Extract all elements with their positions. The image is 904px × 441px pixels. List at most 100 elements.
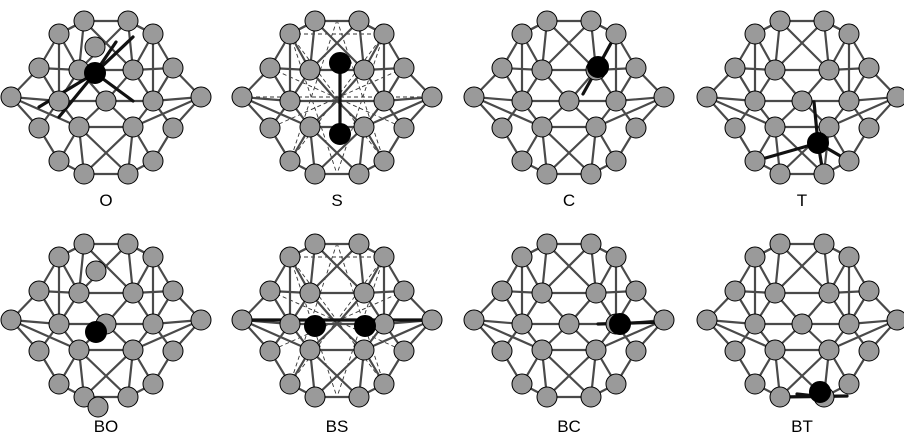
host-atom: [764, 282, 786, 304]
host-atom: [162, 280, 184, 302]
host-atom: [585, 116, 607, 138]
bond: [308, 19, 361, 72]
host-atom: [304, 163, 326, 185]
host-atom: [511, 373, 533, 395]
impurity-atom: [354, 315, 376, 337]
host-atom: [558, 313, 580, 335]
host-atom: [764, 116, 786, 138]
bond: [827, 95, 899, 129]
bond: [545, 19, 598, 72]
dashed-bond: [336, 33, 385, 175]
host-atom: [511, 313, 533, 335]
host-atom: [162, 117, 184, 139]
panel-t: T: [696, 10, 904, 210]
host-atom: [769, 10, 791, 32]
host-atom: [279, 373, 301, 395]
panel-label: BT: [791, 417, 813, 436]
host-atom: [48, 246, 70, 268]
host-atom: [625, 340, 647, 362]
host-atom: [653, 86, 675, 108]
host-atom: [653, 309, 675, 331]
host-atom: [373, 23, 395, 45]
host-atom: [463, 86, 485, 108]
host-atom: [858, 340, 880, 362]
host-atom: [73, 163, 95, 185]
panel-label: S: [331, 191, 342, 210]
host-atom: [744, 373, 766, 395]
impurity-atom: [587, 56, 609, 78]
host-atom: [348, 233, 370, 255]
host-atom: [511, 150, 533, 172]
host-atom: [353, 282, 375, 304]
bond: [773, 19, 826, 72]
panel-o: O: [0, 10, 212, 210]
host-atom: [838, 90, 860, 112]
host-atom: [122, 116, 144, 138]
impurity-atom: [304, 315, 326, 337]
host-atom: [48, 150, 70, 172]
host-atom: [536, 386, 558, 408]
host-atom: [818, 339, 840, 361]
host-atom: [142, 23, 164, 45]
host-atom: [259, 280, 281, 302]
bond: [362, 95, 434, 129]
host-atom: [858, 57, 880, 79]
bond: [131, 95, 203, 129]
host-atom: [813, 10, 835, 32]
host-atom: [279, 313, 301, 335]
host-atom: [724, 340, 746, 362]
host-atom: [585, 339, 607, 361]
host-atom: [0, 86, 22, 108]
host-atom: [95, 90, 117, 112]
host-atom: [373, 246, 395, 268]
host-atom: [531, 59, 553, 81]
host-atom: [122, 59, 144, 81]
host-atom: [373, 150, 395, 172]
host-atom: [48, 373, 70, 395]
host-atom: [813, 163, 835, 185]
host-atom: [353, 59, 375, 81]
host-atom: [353, 339, 375, 361]
bond: [705, 318, 777, 352]
host-atom: [769, 233, 791, 255]
host-atom: [625, 280, 647, 302]
host-atom: [353, 116, 375, 138]
host-atom: [28, 57, 50, 79]
host-atom: [531, 339, 553, 361]
host-atom: [724, 280, 746, 302]
host-atom: [117, 163, 139, 185]
host-atom: [764, 339, 786, 361]
host-atom: [838, 313, 860, 335]
host-atom: [190, 309, 212, 331]
host-atom: [190, 86, 212, 108]
host-atom: [724, 117, 746, 139]
host-atom: [28, 117, 50, 139]
bond: [594, 318, 666, 352]
bond: [545, 242, 598, 295]
host-atom: [122, 339, 144, 361]
dashed-bond: [289, 33, 338, 175]
host-atom: [511, 23, 533, 45]
host-atom: [605, 23, 627, 45]
bond: [308, 348, 361, 399]
bond: [540, 19, 593, 72]
bond: [313, 19, 366, 72]
panel-c: C: [463, 10, 675, 210]
host-atom: [84, 36, 106, 58]
bond: [82, 19, 135, 72]
host-atom: [744, 23, 766, 45]
panel-label: BO: [94, 417, 119, 436]
host-atom: [536, 233, 558, 255]
host-atom: [373, 90, 395, 112]
host-atom: [348, 10, 370, 32]
host-atom: [858, 117, 880, 139]
panel-label: BC: [557, 417, 581, 436]
host-atom: [744, 150, 766, 172]
bond: [362, 318, 434, 352]
host-atom: [818, 282, 840, 304]
host-atom: [536, 163, 558, 185]
host-atom: [87, 396, 109, 418]
bond: [773, 125, 826, 176]
host-atom: [791, 313, 813, 335]
bond: [77, 348, 130, 399]
